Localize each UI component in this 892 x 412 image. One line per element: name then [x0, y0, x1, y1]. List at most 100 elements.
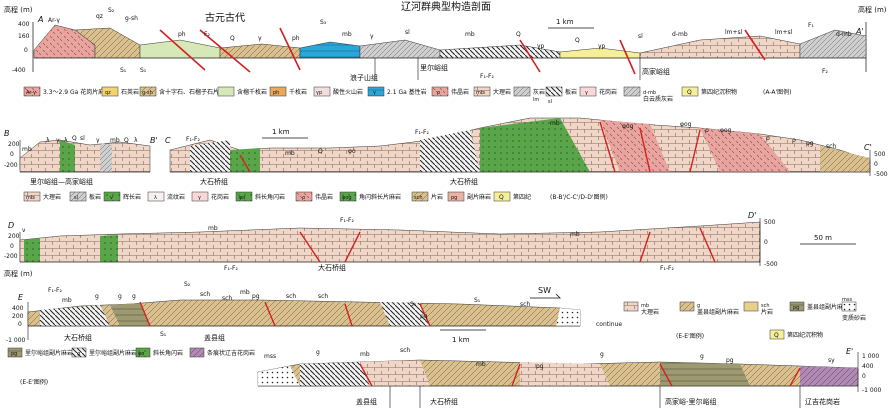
svg-text:mb: mb — [476, 361, 486, 368]
svg-text:Q: Q — [687, 89, 692, 96]
svg-text:-200: -200 — [4, 162, 18, 169]
svg-text:γ: γ — [96, 137, 100, 144]
svg-text:S₁: S₁ — [140, 67, 147, 74]
svg-text:大石桥组: 大石桥组 — [430, 397, 458, 406]
svg-text:sl: sl — [80, 135, 85, 142]
svg-text:S₂: S₂ — [184, 281, 191, 288]
svg-text:mb: mb — [110, 137, 120, 144]
svg-text:lm+sl: lm+sl — [775, 29, 793, 36]
svg-text:盖县组: 盖县组 — [356, 397, 377, 406]
svg-text:λ: λ — [134, 137, 138, 144]
era-label: 古元古代 — [205, 11, 245, 24]
svg-text:S₂: S₂ — [108, 7, 115, 14]
svg-text:sch: sch — [400, 347, 410, 354]
svg-text:sch: sch — [761, 303, 770, 309]
legend-a: Ar-γ 3.3～2.9 Ga 花岗片麻岩 qz 石英岩 g-sh 含十字石、石… — [23, 86, 791, 105]
svg-text:λ: λ — [154, 195, 157, 201]
svg-text:大理岩: 大理岩 — [43, 193, 61, 201]
svg-text:sch: sch — [826, 143, 836, 150]
svg-text:高程 (m): 高程 (m) — [4, 269, 33, 278]
svg-text:第四纪沉积物: 第四纪沉积物 — [701, 88, 737, 96]
svg-text:F₁-F₂: F₁-F₂ — [340, 217, 354, 224]
svg-text:变质砂岩: 变质砂岩 — [842, 314, 866, 322]
figure-title: 辽河群典型构造剖面 — [401, 0, 491, 13]
svg-text:g: g — [697, 303, 700, 309]
svg-text:E': E' — [846, 347, 853, 356]
svg-text:mb: mb — [22, 146, 32, 153]
svg-text:Ar-γ: Ar-γ — [26, 90, 36, 96]
svg-text:g: g — [118, 293, 122, 300]
svg-text:条痕状辽吉花岗岩: 条痕状辽吉花岗岩 — [207, 349, 255, 357]
svg-text:千枚岩: 千枚岩 — [289, 88, 307, 96]
svg-text:ρ: ρ — [766, 135, 770, 142]
svg-text:-500: -500 — [874, 171, 888, 178]
svg-text:D: D — [8, 221, 14, 230]
svg-text:大理岩: 大理岩 — [641, 308, 659, 316]
svg-text:0: 0 — [874, 161, 878, 168]
svg-text:1 000: 1 000 — [862, 353, 879, 360]
svg-text:ph: ph — [178, 31, 186, 38]
svg-text:白云质灰岩: 白云质灰岩 — [643, 95, 673, 103]
svg-text:400: 400 — [12, 305, 24, 312]
svg-text:mb: mb — [240, 289, 250, 296]
direction-label: SW — [538, 286, 551, 295]
svg-text:g-sh: g-sh — [125, 15, 138, 22]
svg-text:F₁-F₂: F₁-F₂ — [224, 265, 238, 272]
svg-text:斜长角闪岩: 斜长角闪岩 — [153, 349, 183, 357]
svg-text:lm: lm — [533, 97, 539, 103]
svg-text:副片麻岩: 副片麻岩 — [467, 193, 491, 201]
svg-text:盖县组: 盖县组 — [204, 333, 225, 342]
svg-text:大石桥组: 大石桥组 — [200, 177, 228, 186]
svg-text:0: 0 — [862, 373, 866, 380]
svg-text:大石桥组: 大石桥组 — [450, 177, 478, 186]
section-d: D 200 0 -200 D' 500 0 -500 ν mb F₁-F₂ mb… — [4, 211, 856, 272]
svg-text:mb: mb — [360, 351, 370, 358]
svg-text:200: 200 — [12, 313, 24, 320]
svg-text:Q: Q — [72, 135, 77, 142]
svg-text:含榴千枚岩: 含榴千枚岩 — [237, 88, 267, 96]
legend-e-note-left: (E-E'图例) — [20, 378, 48, 386]
svg-text:sch: sch — [520, 301, 530, 308]
svg-text:γ: γ — [198, 195, 201, 201]
svg-text:g: g — [316, 349, 320, 356]
svg-text:0: 0 — [10, 151, 14, 158]
svg-text:d-mb: d-mb — [672, 31, 688, 38]
svg-text:γp: γp — [598, 43, 606, 50]
svg-text:石英岩: 石英岩 — [121, 88, 139, 96]
svg-text:F₁-F₂: F₁-F₂ — [186, 136, 200, 143]
svg-text:片岩: 片岩 — [761, 308, 773, 316]
svg-text:φog: φog — [622, 123, 634, 130]
svg-text:花岗岩: 花岗岩 — [211, 193, 229, 201]
svg-text:Q: Q — [318, 148, 323, 155]
section-bc: B 200 0 -200 B' mb λ γ λ Q sl γ mb Q λ 里… — [4, 117, 888, 186]
svg-text:盖县组副片麻岩: 盖县组副片麻岩 — [697, 308, 739, 316]
svg-text:φog: φog — [342, 195, 352, 201]
legend-bc-note: (B-B'/C-C'/D-D'图例) — [550, 193, 608, 201]
svg-text:F₂: F₂ — [822, 68, 828, 75]
axis-unit-right: 高程 (m) — [858, 5, 887, 14]
svg-text:mb: mb — [62, 297, 72, 304]
svg-text:D': D' — [748, 211, 756, 220]
svg-text:pg: pg — [536, 363, 544, 370]
svg-text:mss: mss — [842, 297, 852, 303]
svg-text:qz: qz — [105, 90, 111, 96]
svg-text:0: 0 — [764, 239, 768, 246]
section-a: 高程 (m) 高程 (m) 400 160 0 -400 A A' 古元古代 A… — [4, 5, 887, 82]
continue-label: continue — [596, 321, 622, 328]
svg-text:g: g — [600, 351, 604, 358]
svg-text:sl: sl — [74, 195, 78, 201]
svg-text:里尔峪组副片麻岩: 里尔峪组副片麻岩 — [89, 349, 137, 357]
svg-text:g: g — [132, 293, 136, 300]
svg-text:Q: Q — [575, 37, 580, 44]
svg-text:-1 000: -1 000 — [6, 337, 26, 344]
svg-text:S₃: S₃ — [410, 301, 417, 308]
scale-e: 1 km — [452, 336, 470, 344]
legend-e-note-right: (E-E'图例) — [676, 332, 704, 340]
svg-text:辉长岩: 辉长岩 — [123, 193, 141, 201]
tick-a-160: 160 — [18, 33, 30, 40]
svg-text:S₃: S₃ — [320, 19, 327, 26]
svg-text:γp: γp — [537, 43, 545, 50]
svg-text:mb: mb — [342, 31, 352, 38]
svg-text:B': B' — [150, 136, 158, 145]
